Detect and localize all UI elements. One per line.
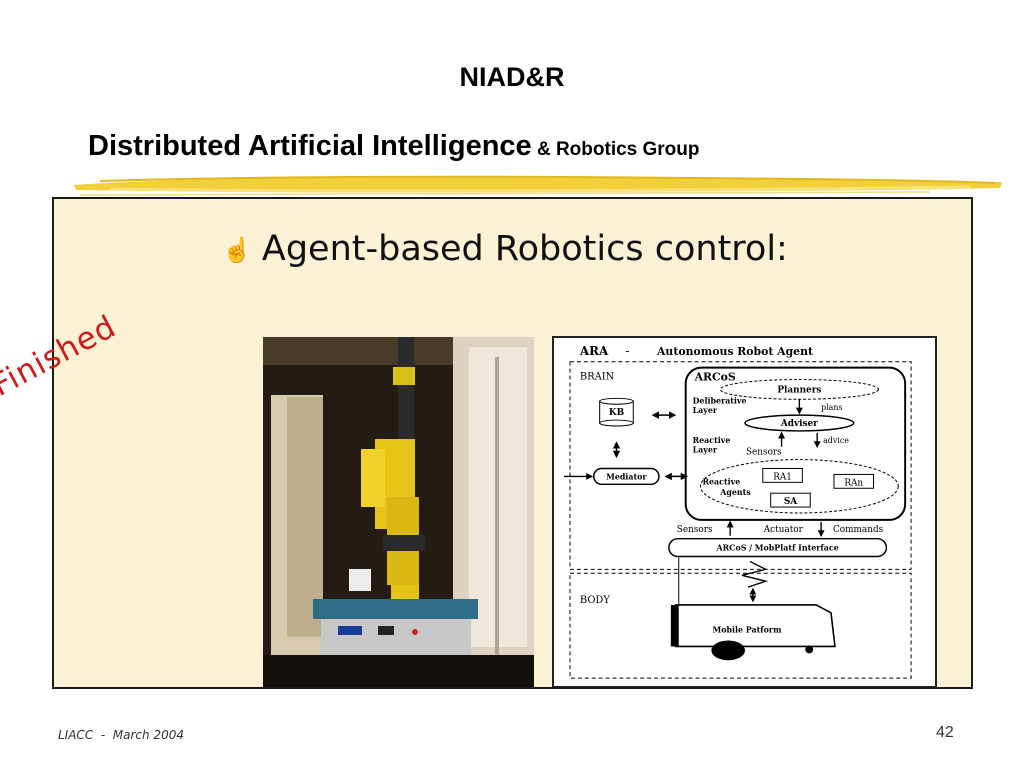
reactive-agents-region <box>700 459 899 514</box>
kb-node <box>599 397 634 427</box>
content-panel: ☝ Agent-based Robotics control: ARA - <box>52 197 973 689</box>
plans-label: plans <box>821 403 842 412</box>
sensors-top-label: Sensors <box>746 448 782 458</box>
reactive-layer-label-2: Layer <box>693 446 718 455</box>
advice-label: advice <box>823 436 849 445</box>
planners-node <box>719 379 879 400</box>
slide-subtitle: Distributed Artificial Intelligence & Ro… <box>88 130 700 163</box>
deliberative-layer-label: Deliberative <box>693 396 747 405</box>
mobile-platform-node <box>670 604 836 661</box>
footer-text: LIACC - March 2004 <box>58 728 184 742</box>
body-region <box>569 572 912 679</box>
sa-label: SA <box>784 497 797 507</box>
bullet-text: Agent-based Robotics control: <box>261 229 788 269</box>
ara-architecture-diagram: ARA - Autonomous Robot Agent BRAIN ARCoS… <box>552 336 937 687</box>
ara-label: ARA <box>579 344 609 358</box>
ara-dash: - <box>625 344 629 358</box>
interface-bar <box>668 537 888 558</box>
subtitle-main: Distributed Artificial Intelligence <box>88 130 532 162</box>
actuator-label: Actuator <box>763 525 804 535</box>
mediator-label: Mediator <box>606 472 647 481</box>
planners-label: Planners <box>777 385 821 395</box>
arcos-box <box>684 366 907 521</box>
ara-title: Autonomous Robot Agent <box>656 345 813 358</box>
subtitle-small: & Robotics Group <box>531 139 700 160</box>
deliberative-layer-label-2: Layer <box>693 406 718 415</box>
robot-photo <box>263 337 534 687</box>
ra1-label: RA1 <box>773 472 792 482</box>
adviser-node <box>744 414 855 432</box>
ra1-box <box>762 468 803 483</box>
reactive-agents-label: Reactive <box>702 477 740 486</box>
commands-label: Commands <box>833 525 884 535</box>
slide-title: NIAD&R <box>459 62 565 92</box>
arcos-label: ARCoS <box>694 371 736 384</box>
ran-label: RAn <box>844 478 863 488</box>
brain-region <box>569 361 912 570</box>
sa-box <box>770 492 811 508</box>
kb-label: KB <box>609 408 625 418</box>
ran-box <box>833 473 875 489</box>
interface-label: ARCoS / MobPlatf Interface <box>716 544 839 553</box>
page-number: 42 <box>936 724 954 741</box>
adviser-label: Adviser <box>780 419 818 429</box>
sensors-bottom-label: Sensors <box>677 525 713 535</box>
bullet-item: ☝ Agent-based Robotics control: <box>222 229 788 269</box>
body-label: BODY <box>580 595 610 606</box>
pointing-hand-icon: ☝ <box>222 237 252 264</box>
brain-label: BRAIN <box>580 372 615 383</box>
reactive-agents-label-2: Agents <box>719 488 751 497</box>
yellow-brush-underline <box>74 175 1002 197</box>
body-link-zigzag <box>741 560 769 588</box>
mobile-platform-label: Mobile Patform <box>713 626 783 635</box>
reactive-layer-label: Reactive <box>693 436 731 445</box>
mediator-node <box>592 467 660 486</box>
